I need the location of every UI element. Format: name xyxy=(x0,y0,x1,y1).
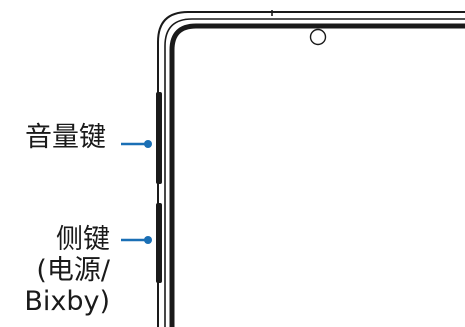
phone-screen-bezel xyxy=(169,23,465,327)
side-key-label-line3: Bixby) xyxy=(24,286,110,317)
camera-hole-icon xyxy=(309,28,327,46)
phone-inner-frame xyxy=(164,18,465,327)
side-key-label-line1: 侧键 xyxy=(56,224,110,255)
volume-key-pointer-dot xyxy=(144,140,152,148)
side-key-label: 侧键 (电源/ Bixby) xyxy=(0,224,110,317)
phone-outer-frame xyxy=(157,11,465,327)
volume-key-label: 音量键 xyxy=(25,122,106,153)
side-key-label-line2: (电源/ xyxy=(36,255,110,286)
side-key xyxy=(156,203,162,283)
side-key-pointer-dot xyxy=(144,236,152,244)
volume-key xyxy=(156,92,162,184)
